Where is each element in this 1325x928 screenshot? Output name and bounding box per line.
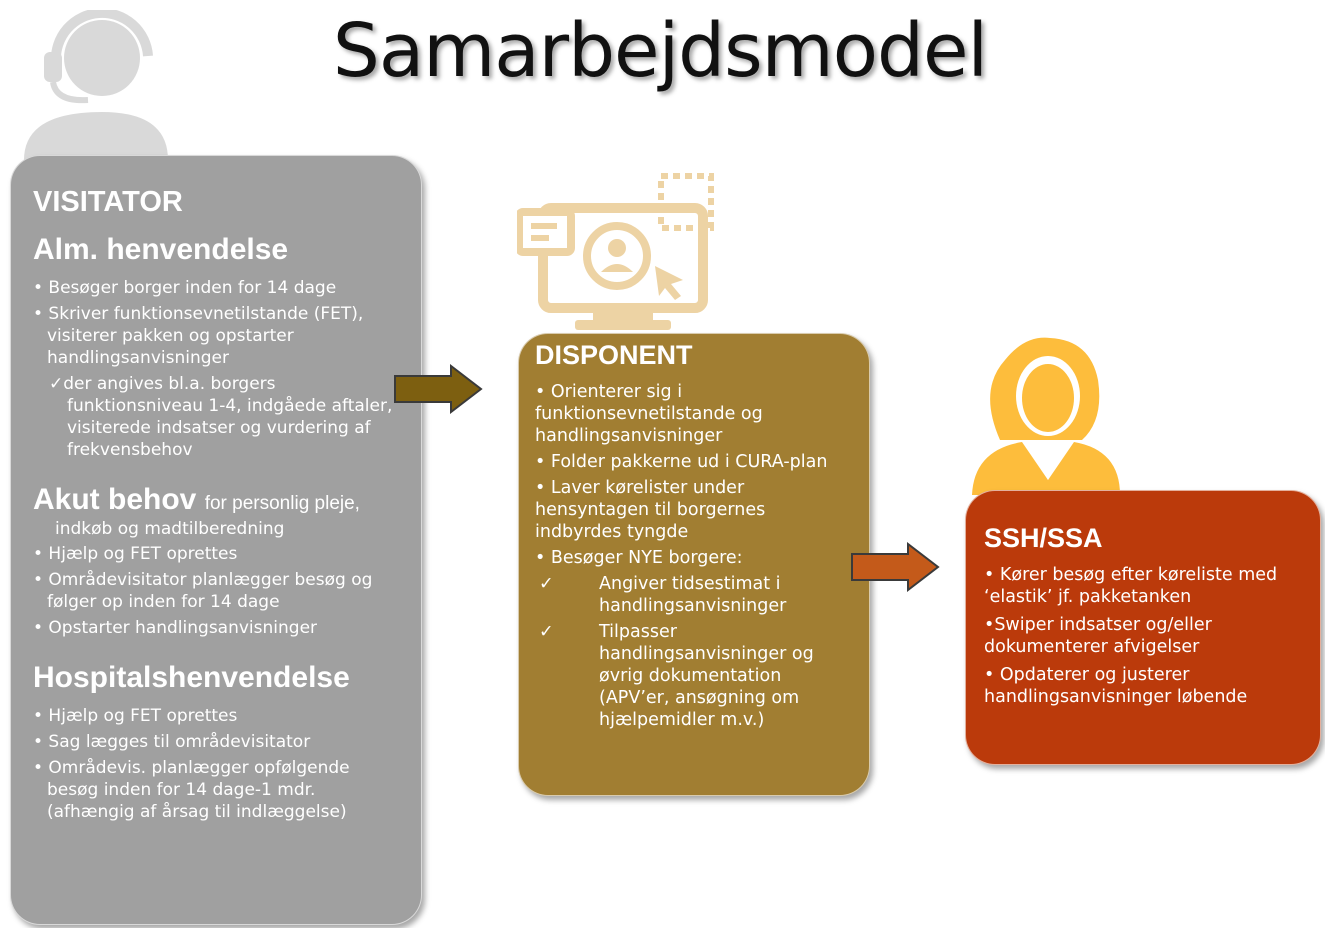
disponent-heading: DISPONENT [535,340,693,370]
woman-person-icon [972,337,1120,495]
list-item: • Områdevisitator planlægger besøg og fø… [33,570,373,612]
list-item: • Besøger NYE borgere: [535,548,743,568]
section-heading-sub: for personlig pleje, [204,493,360,514]
list-item: ✓ Tilpasser handlingsanvisninger og øvri… [535,621,855,731]
list-item: • Opdaterer og justerer handlingsanvisni… [984,665,1248,707]
disponent-box: DISPONENT • Orienterer sig i funktionsev… [518,333,870,796]
list-item: • Opstarter handlingsanvisninger [33,618,318,638]
list-item: • Områdevis. planlægger opfølgende besøg… [33,758,350,822]
section-alm-henvendelse: Alm. henvendelse • Besøger borger inden … [33,233,403,461]
section-heading: Akut behov for personlig pleje, [33,483,403,517]
headset-person-icon [24,10,168,160]
checkmark-icon: ✓ [539,622,554,642]
page-title: Samarbejdsmodel [332,8,988,94]
section-hospitalshenvendelse: Hospitalshenvendelse • Hjælp og FET opre… [33,661,403,823]
visitator-box: VISITATOR Alm. henvendelse • Besøger bor… [10,155,422,925]
list-item: • Kører besøg efter køreliste med ‘elast… [984,565,1278,607]
list-item: • Skriver funktionsevnetilstande (FET), … [33,304,364,368]
right-arrow-icon [851,542,940,592]
ssh-heading: SSH/SSA [984,523,1103,553]
section-heading: Hospitalshenvendelse [33,661,350,694]
section-heading: Alm. henvendelse [33,233,289,266]
list-item: • Hjælp og FET oprettes [33,544,238,564]
list-item: • Laver kørelister under hensyntagen til… [535,478,766,542]
section-akut-behov: Akut behov for personlig pleje, indkøb o… [33,483,403,639]
list-item: ✓der angives bl.a. borgers funktionsnive… [49,374,393,460]
list-item: • Besøger borger inden for 14 dage [33,278,337,298]
list-item-text: Angiver tidsestimat i handlingsanvisning… [599,574,787,616]
list-item: ✓ Angiver tidsestimat i handlingsanvisni… [535,573,855,617]
section-subline: indkøb og madtilberedning [55,519,285,539]
section-heading-main: Akut behov [33,483,197,516]
right-arrow-icon [394,364,483,414]
list-item-text: Tilpasser handlingsanvisninger og øvrig … [599,622,814,730]
list-item: • Hjælp og FET oprettes [33,706,238,726]
list-item: •Swiper indsatser og/eller dokumenterer … [984,615,1212,657]
list-item: • Orienterer sig i funktionsevnetilstand… [535,382,763,446]
checkmark-icon: ✓ [539,574,554,594]
list-item: • Folder pakkerne ud i CURA-plan [535,452,828,472]
list-item: • Sag lægges til områdevisitator [33,732,311,752]
visitator-heading: VISITATOR [33,186,183,218]
ssh-ssa-box: SSH/SSA • Kører besøg efter køreliste me… [965,490,1321,765]
computer-user-icon [517,173,714,330]
